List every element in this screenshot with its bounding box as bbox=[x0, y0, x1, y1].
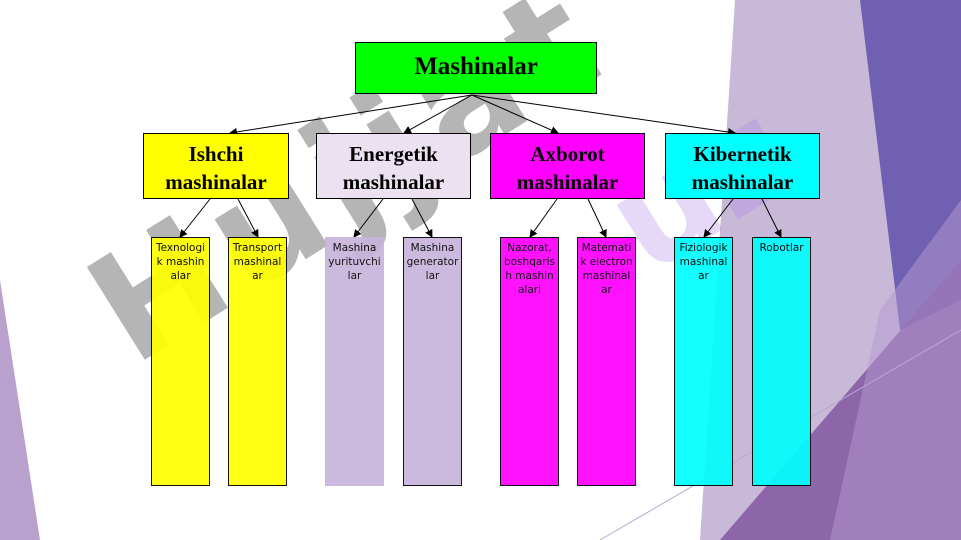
leaf-matematik: Matematik electron mashinalar bbox=[577, 237, 636, 486]
arrow bbox=[179, 198, 211, 238]
category-kibernetik: Kibernetik mashinalar bbox=[665, 133, 820, 199]
category-energetik: Energetik mashinalar bbox=[316, 133, 471, 199]
arrow bbox=[237, 198, 259, 238]
leaf-robotlar: Robotlar bbox=[752, 237, 811, 486]
arrow bbox=[229, 94, 473, 136]
arrow bbox=[353, 198, 384, 238]
arrow bbox=[403, 94, 473, 134]
arrow bbox=[529, 198, 558, 238]
arrow bbox=[587, 198, 607, 238]
arrow bbox=[411, 198, 433, 238]
arrow bbox=[761, 198, 782, 238]
arrow bbox=[471, 94, 559, 134]
category-ishchi: Ishchi mashinalar bbox=[143, 133, 289, 199]
leaf-fiziologik: Fiziologik mashinalar bbox=[674, 237, 733, 486]
leaf-nazorat: Nazorat, boshqarish mashinalari bbox=[500, 237, 559, 486]
leaf-yurituvchilar: Mashina yurituvchilar bbox=[325, 237, 384, 486]
arrow bbox=[471, 94, 736, 136]
arrow bbox=[703, 198, 734, 238]
leaf-texnologik: Texnologik mashinalar bbox=[151, 237, 210, 486]
root-box-mashinalar: Mashinalar bbox=[355, 42, 597, 94]
leaf-transport: Transport mashinalar bbox=[228, 237, 287, 486]
leaf-generatorlar: Mashina generatorlar bbox=[403, 237, 462, 486]
category-axborot: Axborot mashinalar bbox=[490, 133, 645, 199]
